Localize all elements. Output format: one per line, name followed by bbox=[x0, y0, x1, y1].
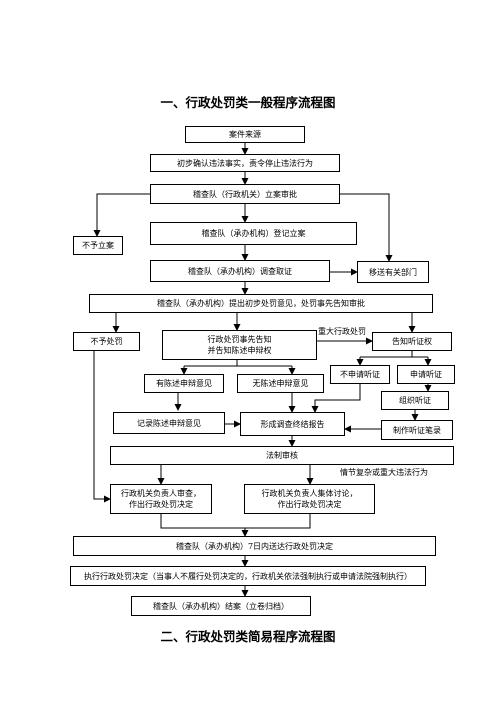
box-collective-discussion: 行政机关负责人集体讨论， 作出行政处罚决定 bbox=[244, 484, 375, 514]
box-head-review: 行政机关负责人审查， 作出行政处罚决定 bbox=[110, 484, 212, 514]
box-filing-review: 稽查队（行政机关）立案审批 bbox=[150, 184, 340, 204]
arrow-notice-branch bbox=[184, 360, 292, 367]
box-no-penalty: 不予处罚 bbox=[73, 332, 140, 351]
arrow-no-penalty-to-head bbox=[93, 351, 111, 503]
box-deliver: 稽查队（承办机构）7日内送达行政处罚决定 bbox=[73, 536, 436, 556]
arrow-to-no-filing bbox=[93, 193, 150, 237]
box-legal-review: 法制审核 bbox=[110, 446, 454, 465]
box-has-statement: 有陈述申辩意见 bbox=[144, 374, 224, 393]
box-transfer: 移送有关部门 bbox=[357, 261, 429, 283]
note-major-case: 重大行政处罚 bbox=[318, 327, 366, 336]
arrow-head-to-deliver bbox=[160, 514, 311, 536]
box-hearing-right-notice: 告知听证权 bbox=[372, 332, 452, 351]
box-close-case: 稽查队（承办机构）结案（立卷归档） bbox=[131, 596, 311, 616]
box-no-filing: 不予立案 bbox=[73, 236, 123, 255]
page-title-simple: 二、行政处罚类简易程序流程图 bbox=[160, 629, 336, 644]
arrow-no-hearing-to-report bbox=[311, 384, 361, 413]
box-register: 稽查队（承办机构）登记立案 bbox=[150, 222, 357, 245]
arrow-to-transfer bbox=[340, 193, 393, 262]
box-no-statement: 无陈述申辩意见 bbox=[237, 374, 324, 393]
box-initial-confirm: 初步确认违法事实，责令停止违法行为 bbox=[150, 154, 340, 172]
box-investigate: 稽查队（承办机构）调查取证 bbox=[150, 260, 330, 282]
note-complex-case: 情节复杂或重大违法行为 bbox=[340, 468, 428, 477]
box-case-source: 案件来源 bbox=[185, 126, 305, 143]
box-no-hearing-request: 不申请听证 bbox=[330, 365, 390, 384]
box-execute: 执行行政处罚决定（当事人不履行处罚决定的，行政机关依法强制执行或申请法院强制执行… bbox=[70, 566, 426, 586]
box-final-report: 形成调查终结报告 bbox=[240, 412, 345, 436]
box-advance-notice: 行政处罚事先告知 并告知陈述申辩权 bbox=[162, 330, 317, 360]
page-title-general: 一、行政处罚类一般程序流程图 bbox=[160, 95, 336, 110]
arrow-hearing-branch bbox=[360, 351, 428, 358]
box-hearing-transcript: 制作听证笔录 bbox=[381, 420, 453, 440]
box-preliminary-opinion: 稽查队（承办机构）提出初步处罚意见，处罚事先告知审批 bbox=[89, 294, 433, 313]
box-hearing-request: 申请听证 bbox=[397, 365, 455, 384]
box-organize-hearing: 组织听证 bbox=[381, 391, 449, 410]
box-record-statement: 记录陈述申辩意见 bbox=[113, 412, 225, 434]
